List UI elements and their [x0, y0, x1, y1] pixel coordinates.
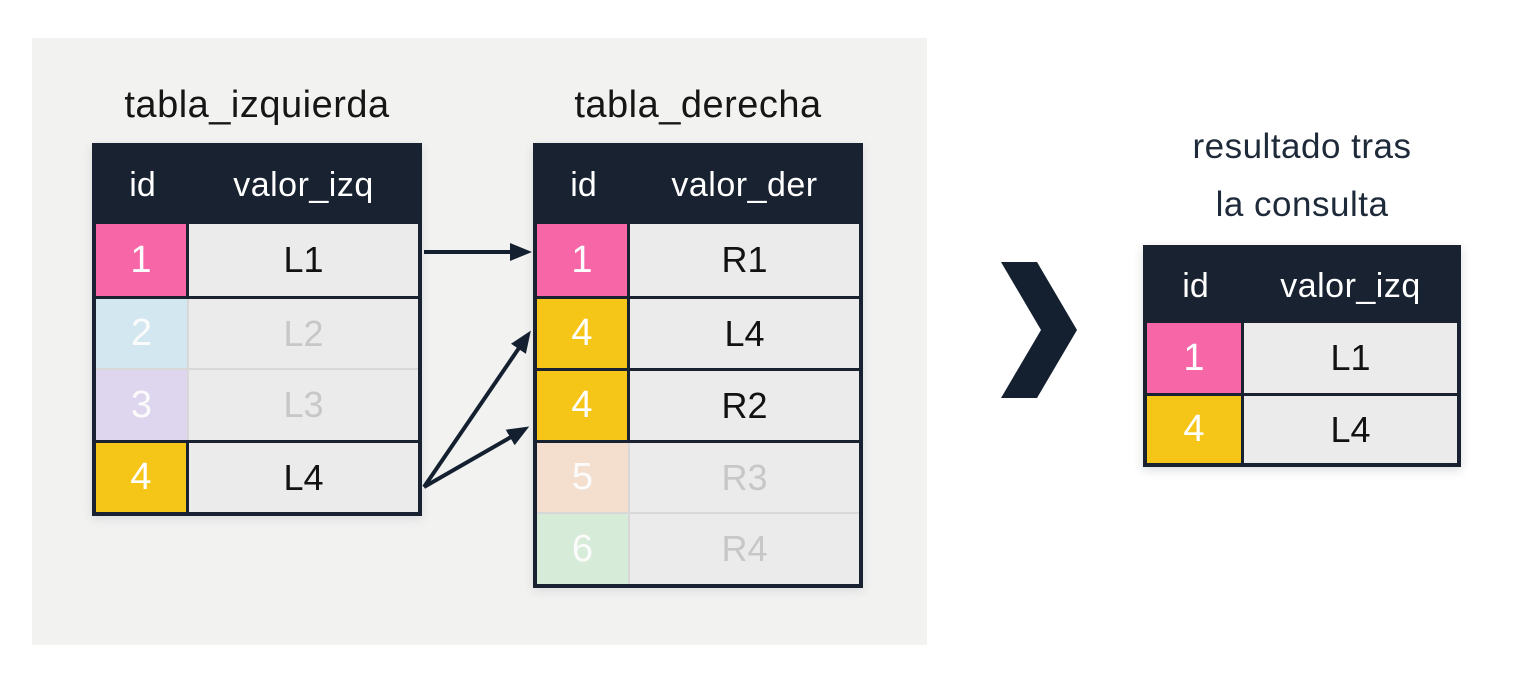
- value-cell: R3: [630, 443, 859, 512]
- table-row: 1 L1: [96, 224, 418, 296]
- chevron-right-icon: [1001, 262, 1077, 398]
- result-table: id valor_izq 1 L1 4 L4: [1143, 245, 1461, 467]
- id-cell: 1: [96, 224, 189, 296]
- id-cell: 4: [537, 299, 630, 368]
- left-table-header: id valor_izq: [96, 147, 418, 224]
- left-table: id valor_izq 1 L1 2 L2 3 L3 4 L4: [92, 143, 422, 516]
- id-cell: 4: [96, 443, 189, 512]
- id-cell: 6: [537, 514, 630, 584]
- value-cell: R4: [630, 514, 859, 584]
- value-cell: L2: [189, 299, 418, 368]
- table-row: 4 L4: [96, 440, 418, 512]
- result-title-line1: resultado tras: [1192, 127, 1412, 166]
- value-cell: R1: [630, 224, 859, 296]
- header-cell-value: valor_der: [671, 166, 818, 204]
- id-cell: 2: [96, 299, 189, 368]
- table-row: 3 L3: [96, 368, 418, 440]
- table-row: 5 R3: [537, 440, 859, 512]
- left-table-title: tabla_izquierda: [124, 84, 390, 126]
- table-row: 1 L1: [1147, 323, 1457, 393]
- right-table: id valor_der 1 R1 4 L4 4 R2 5 R3 6 R4: [533, 143, 863, 588]
- id-cell: 1: [537, 224, 630, 296]
- result-title-line2: la consulta: [1215, 185, 1389, 224]
- value-cell: L4: [189, 443, 418, 512]
- id-cell: 4: [537, 371, 630, 440]
- table-row: 4 R2: [537, 368, 859, 440]
- id-cell: 3: [96, 370, 189, 440]
- table-row: 6 R4: [537, 512, 859, 584]
- id-cell: 5: [537, 443, 630, 512]
- value-cell: L1: [1244, 323, 1457, 393]
- result-title: resultado tras la consulta: [1143, 118, 1461, 234]
- value-cell: L3: [189, 370, 418, 440]
- header-cell-id: id: [129, 166, 156, 204]
- right-table-title: tabla_derecha: [574, 84, 822, 126]
- result-table-header: id valor_izq: [1147, 249, 1457, 323]
- header-cell-id: id: [570, 166, 597, 204]
- value-cell: L1: [189, 224, 418, 296]
- value-cell: R2: [630, 371, 859, 440]
- table-row: 4 L4: [537, 296, 859, 368]
- right-table-header: id valor_der: [537, 147, 859, 224]
- header-cell-id: id: [1182, 266, 1209, 305]
- table-row: 4 L4: [1147, 393, 1457, 463]
- header-cell-value: valor_izq: [1280, 266, 1421, 305]
- id-cell: 4: [1147, 396, 1244, 463]
- table-row: 1 R1: [537, 224, 859, 296]
- value-cell: L4: [1244, 396, 1457, 463]
- id-cell: 1: [1147, 323, 1244, 393]
- value-cell: L4: [630, 299, 859, 368]
- header-cell-value: valor_izq: [233, 166, 374, 204]
- table-row: 2 L2: [96, 296, 418, 368]
